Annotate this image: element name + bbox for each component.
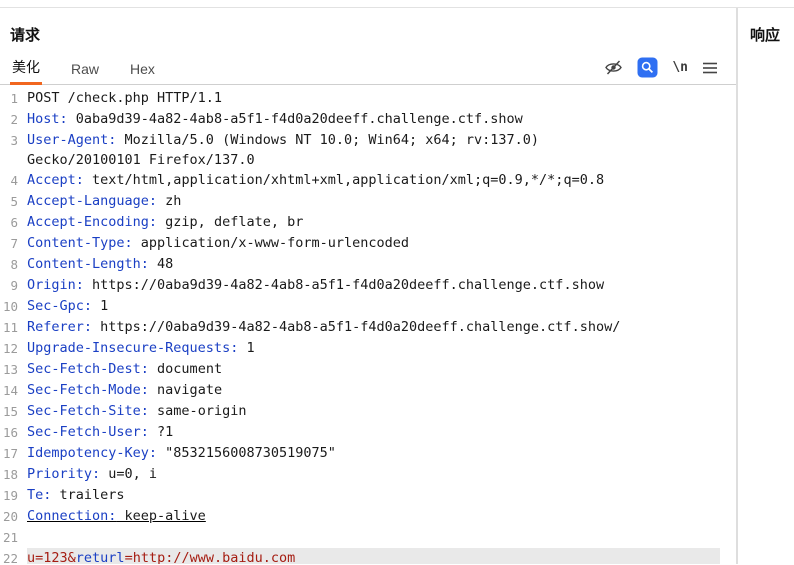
code-text: Connection: keep-alive xyxy=(27,506,720,526)
line-number: 16 xyxy=(0,422,27,443)
menu-icon[interactable] xyxy=(702,61,718,75)
code-line[interactable]: 10Sec-Gpc: 1 xyxy=(0,296,720,317)
code-text: Idempotency-Key: "8532156008730519075" xyxy=(27,443,720,463)
top-divider xyxy=(0,0,794,8)
line-number: 11 xyxy=(0,317,27,338)
line-number: 9 xyxy=(0,275,27,296)
line-number: 18 xyxy=(0,464,27,485)
editor-toolbar: \n xyxy=(604,57,718,84)
code-line[interactable]: 15Sec-Fetch-Site: same-origin xyxy=(0,401,720,422)
code-line[interactable]: 22u=123&returl=http://www.baidu.com xyxy=(0,548,720,564)
editor-split-view: 请求 美化 Raw Hex xyxy=(0,8,794,564)
search-icon[interactable] xyxy=(637,57,658,78)
request-panel: 请求 美化 Raw Hex xyxy=(0,8,736,564)
line-number: 1 xyxy=(0,88,27,109)
code-line[interactable]: 18Priority: u=0, i xyxy=(0,464,720,485)
tab-pretty[interactable]: 美化 xyxy=(10,57,42,84)
line-number: 12 xyxy=(0,338,27,359)
code-text: Content-Length: 48 xyxy=(27,254,720,274)
line-number: 5 xyxy=(0,191,27,212)
code-text: Sec-Gpc: 1 xyxy=(27,296,720,316)
code-text: Te: trailers xyxy=(27,485,720,505)
hide-nonprinting-icon[interactable] xyxy=(604,58,623,77)
tab-raw[interactable]: Raw xyxy=(69,61,101,84)
line-number: 14 xyxy=(0,380,27,401)
code-line[interactable]: 16Sec-Fetch-User: ?1 xyxy=(0,422,720,443)
response-panel-title: 响应 xyxy=(750,24,794,45)
line-number: 19 xyxy=(0,485,27,506)
code-text: Accept-Language: zh xyxy=(27,191,720,211)
code-text: Origin: https://0aba9d39-4a82-4ab8-a5f1-… xyxy=(27,275,720,295)
code-line[interactable]: 3User-Agent: Mozilla/5.0 (Windows NT 10.… xyxy=(0,130,720,170)
response-panel: 响应 xyxy=(738,8,794,564)
code-text: Accept-Encoding: gzip, deflate, br xyxy=(27,212,720,232)
code-text: Sec-Fetch-User: ?1 xyxy=(27,422,720,442)
line-number: 13 xyxy=(0,359,27,380)
line-number: 3 xyxy=(0,130,27,151)
code-line[interactable]: 5Accept-Language: zh xyxy=(0,191,720,212)
code-line[interactable]: 4Accept: text/html,application/xhtml+xml… xyxy=(0,170,720,191)
code-text: Accept: text/html,application/xhtml+xml,… xyxy=(27,170,720,190)
line-number: 22 xyxy=(0,548,27,564)
line-number: 8 xyxy=(0,254,27,275)
code-line[interactable]: 2Host: 0aba9d39-4a82-4ab8-a5f1-f4d0a20de… xyxy=(0,109,720,130)
request-panel-title: 请求 xyxy=(0,8,736,55)
code-line[interactable]: 21 xyxy=(0,527,720,548)
code-line[interactable]: 7Content-Type: application/x-www-form-ur… xyxy=(0,233,720,254)
code-line[interactable]: 12Upgrade-Insecure-Requests: 1 xyxy=(0,338,720,359)
code-line[interactable]: 1POST /check.php HTTP/1.1 xyxy=(0,88,720,109)
editor-tabbar: 美化 Raw Hex xyxy=(0,55,736,85)
line-number: 6 xyxy=(0,212,27,233)
code-text: u=123&returl=http://www.baidu.com xyxy=(27,548,720,564)
code-text: User-Agent: Mozilla/5.0 (Windows NT 10.0… xyxy=(27,130,720,170)
code-text: Upgrade-Insecure-Requests: 1 xyxy=(27,338,720,358)
code-line[interactable]: 9Origin: https://0aba9d39-4a82-4ab8-a5f1… xyxy=(0,275,720,296)
code-line[interactable]: 6Accept-Encoding: gzip, deflate, br xyxy=(0,212,720,233)
code-editor[interactable]: 1POST /check.php HTTP/1.12Host: 0aba9d39… xyxy=(0,85,736,564)
code-text: Sec-Fetch-Dest: document xyxy=(27,359,720,379)
line-number: 21 xyxy=(0,527,27,548)
line-number: 17 xyxy=(0,443,27,464)
code-text: Referer: https://0aba9d39-4a82-4ab8-a5f1… xyxy=(27,317,720,337)
code-text: POST /check.php HTTP/1.1 xyxy=(27,88,720,108)
code-line[interactable]: 11Referer: https://0aba9d39-4a82-4ab8-a5… xyxy=(0,317,720,338)
newline-chars-icon[interactable]: \n xyxy=(672,60,688,75)
line-number: 4 xyxy=(0,170,27,191)
code-text: Sec-Fetch-Mode: navigate xyxy=(27,380,720,400)
code-text xyxy=(27,527,720,547)
line-number: 7 xyxy=(0,233,27,254)
line-number: 20 xyxy=(0,506,27,527)
code-line[interactable]: 8Content-Length: 48 xyxy=(0,254,720,275)
code-line[interactable]: 17Idempotency-Key: "8532156008730519075" xyxy=(0,443,720,464)
code-text: Sec-Fetch-Site: same-origin xyxy=(27,401,720,421)
code-line[interactable]: 19Te: trailers xyxy=(0,485,720,506)
line-number: 10 xyxy=(0,296,27,317)
code-line[interactable]: 14Sec-Fetch-Mode: navigate xyxy=(0,380,720,401)
code-text: Host: 0aba9d39-4a82-4ab8-a5f1-f4d0a20dee… xyxy=(27,109,720,129)
code-text: Priority: u=0, i xyxy=(27,464,720,484)
code-line[interactable]: 13Sec-Fetch-Dest: document xyxy=(0,359,720,380)
code-text: Content-Type: application/x-www-form-url… xyxy=(27,233,720,253)
tab-hex[interactable]: Hex xyxy=(128,61,157,84)
code-line[interactable]: 20Connection: keep-alive xyxy=(0,506,720,527)
line-number: 15 xyxy=(0,401,27,422)
line-number: 2 xyxy=(0,109,27,130)
